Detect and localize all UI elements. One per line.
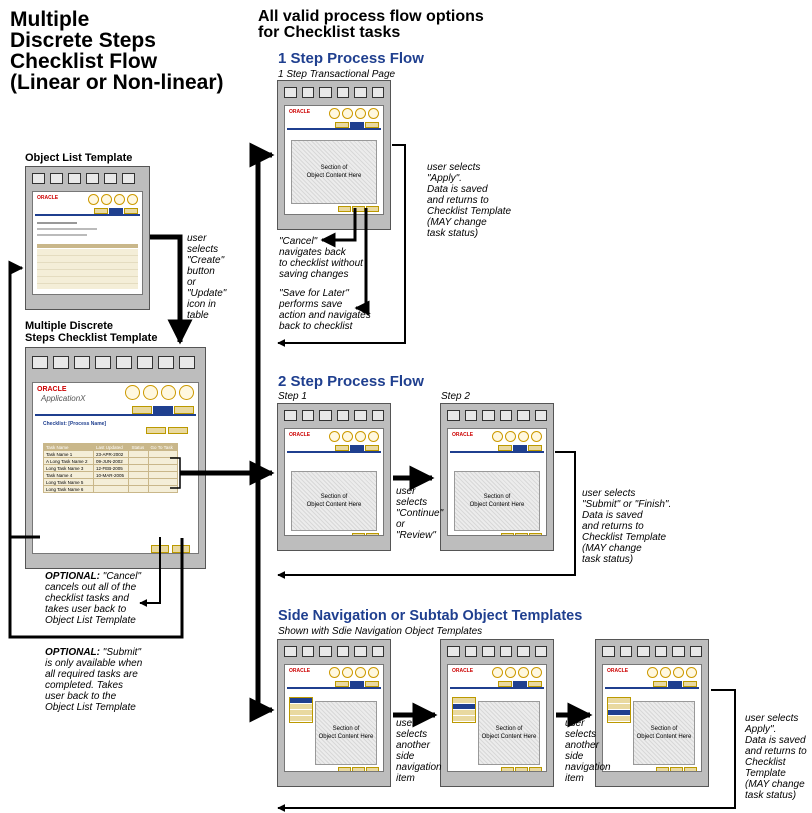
object-list-label: Object List Template (25, 152, 133, 164)
one-step-cancel-note: "Cancel"navigates back to checklist with… (279, 236, 363, 280)
side-nav-title: Side Navigation or Subtab Object Templat… (278, 608, 583, 624)
one-step-subtitle: 1 Step Transactional Page (278, 69, 396, 80)
right-title: All valid process flow options for Check… (258, 9, 484, 41)
left-title-line: (Linear or Non-linear) (10, 71, 224, 94)
step1-label: Step 1 (278, 391, 307, 402)
side-nav-subtitle: Shown with Sdie Navigation Object Templa… (278, 626, 483, 637)
table-row[interactable]: Long Task Name 6 (43, 485, 179, 493)
two-step-title: 2 Step Process Flow (278, 373, 424, 390)
left-title: Multiple Discrete Steps Checklist Flow (… (10, 9, 224, 93)
object-list-window: ORACLE (25, 166, 150, 310)
app-name: ApplicationX (41, 394, 86, 403)
checklist-heading: Checklist: [Process Name] (43, 421, 107, 427)
left-title-line: Multiple (10, 8, 90, 31)
right-title-line: for Checklist tasks (258, 24, 401, 41)
one-step-title: 1 Step Process Flow (278, 50, 424, 67)
right-title-line: All valid process flow options (258, 8, 484, 25)
checklist-label: Multiple Discrete Steps Checklist Templa… (25, 320, 158, 344)
oracle-logo: ORACLE (37, 386, 67, 393)
left-title-line: Checklist Flow (10, 50, 158, 73)
step2-label: Step 2 (441, 391, 470, 402)
oracle-logo: ORACLE (37, 195, 59, 201)
cancel-note: OPTIONAL: "Cancel" cancels out all of th… (45, 571, 142, 626)
submit-note: OPTIONAL: "Submit" is only available whe… (45, 647, 143, 713)
submit-finish-note: user selects"Submit" or "Finish". Data i… (582, 488, 672, 565)
left-title-line: Discrete Steps (10, 29, 156, 52)
arrow-create (150, 234, 193, 345)
one-step-save-note: "Save for Later"performs save action and… (279, 288, 371, 332)
checklist-window: ORACLE ApplicationX Checklist: [Process … (25, 347, 206, 569)
